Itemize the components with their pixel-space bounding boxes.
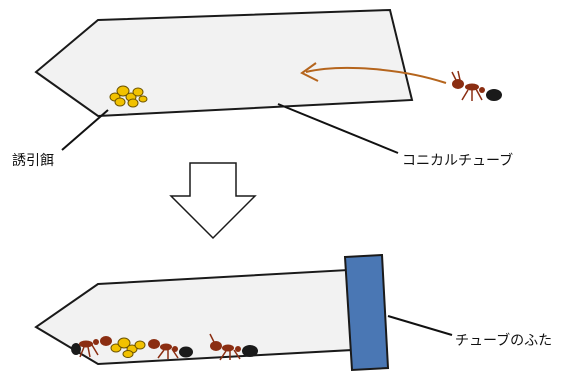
- ant-icon: [451, 70, 502, 101]
- tube-leader-line: [277, 103, 399, 154]
- ant-icon: [148, 339, 193, 359]
- tube-cap: [343, 253, 390, 372]
- bait-leader-line: [61, 109, 109, 151]
- cap-leader-line: [387, 315, 453, 336]
- bait-top: [109, 85, 148, 108]
- bait-label: 誘引餌: [12, 153, 54, 169]
- top-conical-tube: [34, 8, 414, 118]
- bait-bottom: [110, 337, 146, 358]
- ant-icon: [209, 333, 258, 361]
- tube-body-bottom: [34, 268, 354, 366]
- down-arrow-icon: [169, 162, 257, 240]
- arrow-into-tube: [300, 62, 447, 84]
- cap-label: チューブのふた: [455, 333, 553, 349]
- bottom-conical-tube: [34, 268, 354, 366]
- tube-body: [34, 8, 414, 118]
- tube-label: コニカルチューブ: [402, 153, 514, 169]
- ant-icon: [71, 336, 112, 358]
